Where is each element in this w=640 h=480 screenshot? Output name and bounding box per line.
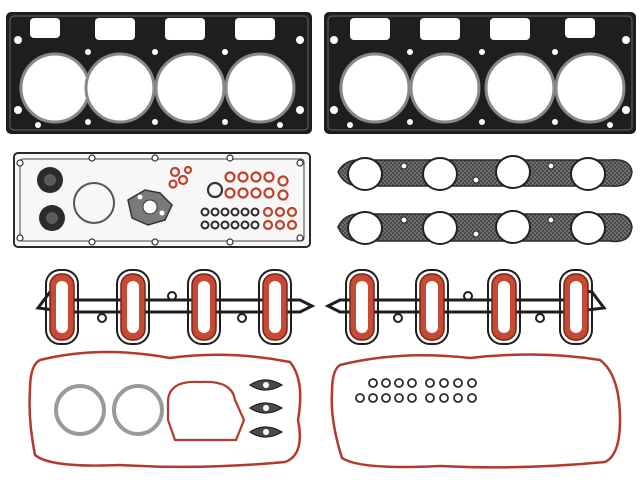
timing-cover-gasket [166,380,246,442]
spark-ring-1 [54,384,106,436]
thin-seal-ring [73,182,115,224]
intake-gasket-right [324,269,607,345]
o-ring-rows-dark [200,207,260,230]
exhaust-gasket-lower [337,210,633,245]
exhaust-gasket-upper [337,155,633,191]
cam-seal-lower [39,205,65,231]
cam-seal-upper [37,167,63,193]
spark-ring-2 [112,384,164,436]
intake-gasket-left [35,269,316,345]
o-ring-cluster-top [168,165,289,201]
valve-cover-gasket-right [330,353,622,469]
head-gasket-left [6,12,312,134]
o-ring-set [355,378,477,403]
head-gasket-right [324,12,636,134]
o-ring-rows-red [262,206,298,231]
valve-cover-gasket-left [28,350,302,469]
valley-cover-gasket-set [13,152,311,248]
